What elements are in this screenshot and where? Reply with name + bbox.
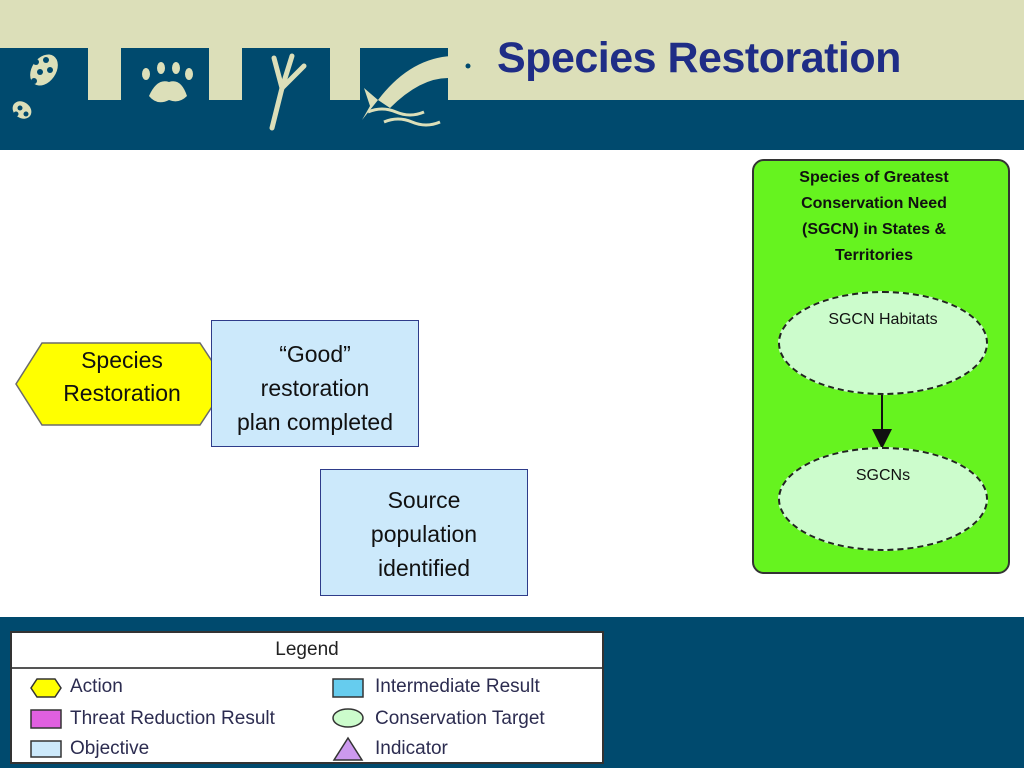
intermediate-result-swatch-icon: [332, 678, 364, 698]
sgcn-habitats-label: SGCN Habitats: [828, 311, 938, 328]
legend-item-conservation-target: Conservation Target: [375, 708, 545, 729]
legend-item-action: Action: [70, 676, 123, 697]
legend-item-indicator: Indicator: [375, 738, 448, 759]
legend-item-objective: Objective: [70, 738, 150, 759]
objective-source-population[interactable]: Source population identified: [320, 469, 528, 596]
hiking-boot-print-icon: [0, 48, 88, 119]
animal-paw-print-icon: [121, 48, 209, 103]
legend-title: Legend: [12, 633, 602, 669]
action-species-restoration-label: Species Restoration: [63, 347, 181, 406]
legend-item-intermediate-result: Intermediate Result: [375, 676, 540, 697]
conservation-target-swatch-icon: [332, 708, 364, 728]
sgcn-habitats-target[interactable]: SGCN Habitats: [778, 291, 988, 395]
sgcns-label: SGCNs: [855, 467, 911, 484]
sgcn-target-group[interactable]: Species of Greatest Conservation Need (S…: [752, 159, 1010, 574]
indicator-swatch-icon: [332, 736, 364, 761]
bird-track-icon: [242, 48, 330, 131]
objective-restoration-plan[interactable]: “Good” restoration plan completed: [211, 320, 419, 447]
objective-swatch-icon: [30, 740, 62, 758]
threat-reduction-swatch-icon: [30, 709, 62, 729]
action-hexagon[interactable]: [15, 342, 228, 426]
fish-jumping-icon: [360, 48, 480, 127]
legend-panel: Legend Action Threat Reduction Result Ob…: [10, 631, 604, 764]
habitats-to-sgcns-arrow: [872, 395, 892, 449]
header-blue-band: [0, 100, 1024, 150]
sgcns-target[interactable]: SGCNs: [778, 447, 988, 551]
action-swatch-icon: [30, 678, 62, 698]
legend-item-threat-reduction: Threat Reduction Result: [70, 708, 275, 729]
slide-title: Species Restoration: [497, 34, 901, 82]
sgcn-group-title: Species of Greatest Conservation Need (S…: [799, 169, 949, 264]
